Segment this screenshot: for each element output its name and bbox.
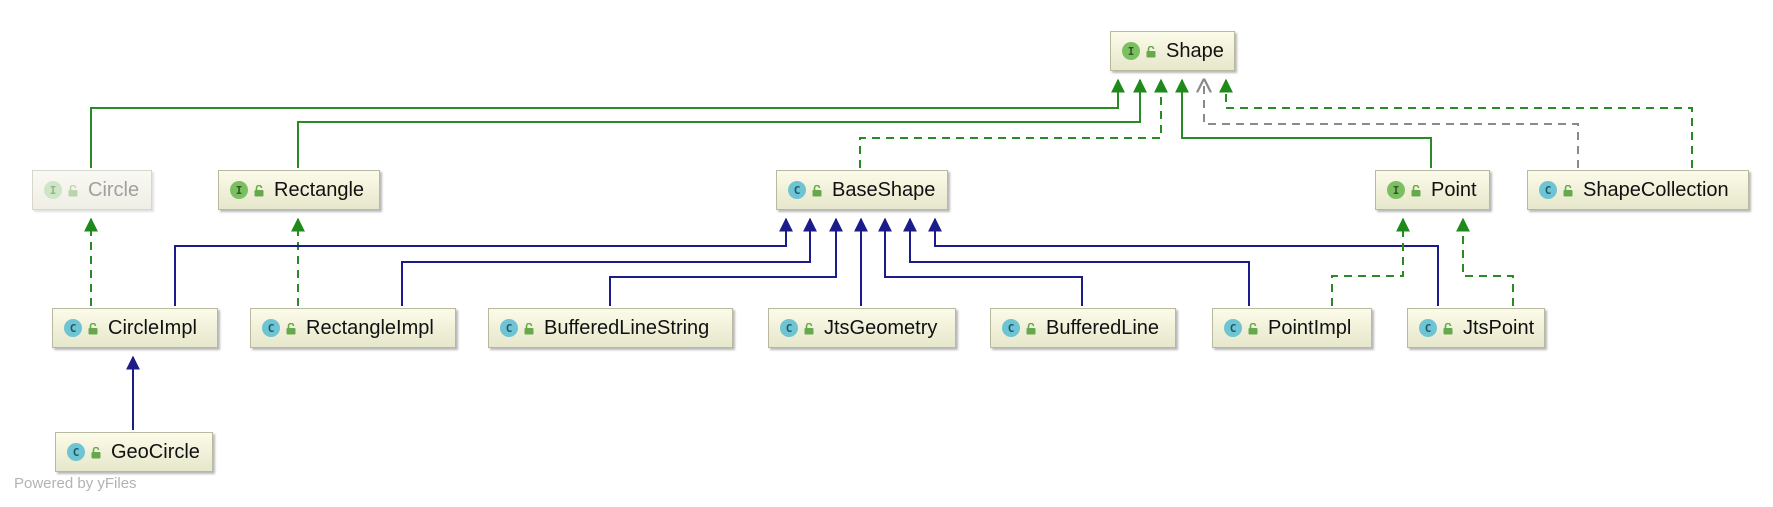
public-access-icon [1146, 45, 1156, 58]
node-geocircle[interactable]: C GeoCircle [55, 432, 213, 472]
public-access-icon [804, 322, 814, 335]
node-label: RectangleImpl [306, 316, 434, 339]
edge-bufferedline-to-baseshape [878, 217, 1083, 306]
public-access-icon [524, 322, 534, 335]
public-access-icon [91, 446, 101, 459]
edge-jtspoint-to-point [1456, 217, 1514, 306]
node-point[interactable]: I Point [1375, 170, 1490, 210]
public-access-icon [1248, 322, 1258, 335]
node-label: GeoCircle [111, 440, 200, 463]
node-jtsgeometry[interactable]: C JtsGeometry [768, 308, 956, 348]
interface-icon: I [44, 181, 62, 199]
public-access-icon [1411, 184, 1421, 197]
public-access-icon [1443, 322, 1453, 335]
edge-circle-to-shape [90, 78, 1125, 168]
node-label: BufferedLine [1046, 316, 1160, 339]
public-access-icon [68, 184, 78, 197]
edge-circleimpl-to-baseshape [174, 217, 793, 306]
node-rectangleimpl[interactable]: C RectangleImpl [250, 308, 456, 348]
edge-jtspoint-to-baseshape [928, 217, 1439, 306]
edge-pointimpl-to-baseshape [903, 217, 1250, 306]
yfiles-credit: Powered by yFiles [14, 475, 137, 492]
node-label: PointImpl [1268, 316, 1352, 339]
node-label: BufferedLineString [544, 316, 710, 339]
node-label: JtsGeometry [824, 316, 938, 339]
interface-icon: I [1387, 181, 1405, 199]
class-icon: C [500, 319, 518, 337]
node-jtspoint[interactable]: C JtsPoint [1407, 308, 1545, 348]
interface-icon: I [1122, 42, 1140, 60]
edge-point-to-shape [1175, 78, 1432, 168]
interface-icon: I [230, 181, 248, 199]
node-label: Rectangle [274, 178, 365, 201]
public-access-icon [1026, 322, 1036, 335]
public-access-icon [88, 322, 98, 335]
edge-rectangleimpl-to-baseshape [401, 217, 817, 306]
node-label: Point [1431, 178, 1477, 201]
node-bufferedlinestring[interactable]: C BufferedLineString [488, 308, 733, 348]
node-circle[interactable]: I Circle [32, 170, 152, 210]
node-label: ShapeCollection [1583, 178, 1729, 201]
node-label: BaseShape [832, 178, 936, 201]
class-icon: C [788, 181, 806, 199]
node-label: Shape [1166, 39, 1224, 62]
node-label: CircleImpl [108, 316, 197, 339]
node-shapecollection[interactable]: C ShapeCollection [1527, 170, 1749, 210]
public-access-icon [286, 322, 296, 335]
node-pointimpl[interactable]: C PointImpl [1212, 308, 1372, 348]
class-icon: C [1539, 181, 1557, 199]
class-icon: C [262, 319, 280, 337]
node-label: JtsPoint [1463, 316, 1535, 339]
class-icon: C [1419, 319, 1437, 337]
node-label: Circle [88, 178, 140, 201]
edge-pointimpl-to-point [1331, 217, 1410, 306]
class-icon: C [67, 443, 85, 461]
class-icon: C [64, 319, 82, 337]
public-access-icon [1563, 184, 1573, 197]
node-shape[interactable]: I Shape [1110, 31, 1235, 71]
edge-shapecollection-dependency-shape [1204, 80, 1579, 168]
node-bufferedline[interactable]: C BufferedLine [990, 308, 1176, 348]
node-baseshape[interactable]: C BaseShape [776, 170, 948, 210]
edge-rectangle-to-shape [297, 78, 1147, 168]
class-icon: C [1224, 319, 1242, 337]
public-access-icon [812, 184, 822, 197]
edge-shapecollection-to-shape [1219, 78, 1693, 168]
public-access-icon [254, 184, 264, 197]
class-icon: C [1002, 319, 1020, 337]
node-circleimpl[interactable]: C CircleImpl [52, 308, 218, 348]
edge-baseshape-to-shape [859, 78, 1168, 168]
edge-bufferedlinestring-to-baseshape [609, 217, 843, 306]
node-rectangle[interactable]: I Rectangle [218, 170, 380, 210]
class-icon: C [780, 319, 798, 337]
